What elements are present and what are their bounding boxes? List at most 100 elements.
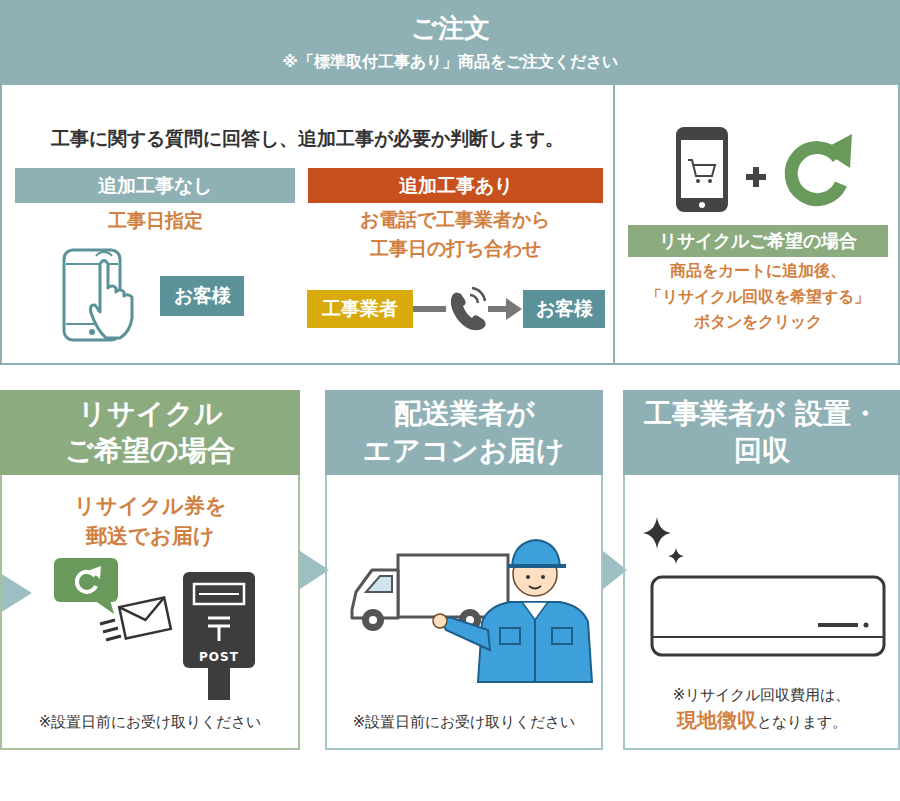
sparkle-part bbox=[668, 548, 684, 564]
actor-box: お客様 bbox=[523, 290, 605, 328]
arrow-triangle bbox=[300, 551, 329, 589]
recycle-band: リサイクルご希望の場合 bbox=[628, 225, 888, 257]
actor-label: 工事業者 bbox=[322, 296, 398, 322]
header-band: 配送業者が エアコンお届け bbox=[325, 390, 603, 475]
cart-phone-icon-part bbox=[708, 179, 712, 183]
recycle-arrow-icon-part bbox=[822, 134, 852, 168]
phone-tap-icon-part bbox=[66, 263, 118, 265]
phone-tap-icon-part bbox=[96, 252, 112, 256]
label-box: POST bbox=[189, 650, 249, 664]
postbox-label: POST bbox=[189, 650, 249, 664]
delivery-worker-part bbox=[534, 620, 536, 682]
step-note: ※設置日前にお受け取りください bbox=[353, 713, 576, 732]
cart-phone-icon-part bbox=[696, 179, 700, 183]
step-title: 配送業者が エアコンお届け bbox=[339, 396, 589, 469]
phone-tap-icon-part bbox=[91, 261, 133, 339]
panel-title: ご注文 bbox=[411, 12, 490, 46]
plus-sign bbox=[746, 167, 766, 187]
arrow-triangle bbox=[603, 551, 627, 589]
panel-subtitle: ※「標準取付工事あり」商品をご注文ください bbox=[282, 52, 618, 73]
option-band: 追加工事なし bbox=[15, 168, 295, 203]
post-box-part bbox=[199, 593, 239, 595]
step-arrow bbox=[603, 551, 627, 589]
phone-call-icon bbox=[446, 286, 488, 330]
cart-phone-icon bbox=[676, 127, 728, 212]
mail-envelope-part-part bbox=[119, 598, 168, 625]
air-conditioner-part bbox=[653, 636, 883, 638]
step-text: リサイクル券を 郵送でお届け bbox=[35, 491, 265, 552]
phone-call-icon-part bbox=[446, 286, 488, 330]
band-label: 追加工事なし bbox=[98, 173, 212, 199]
sparkle-part bbox=[643, 517, 671, 549]
emphasis-text: 現地徴収 bbox=[677, 708, 757, 732]
section-heading: 工事に関する質問に回答し、追加工事が必要か判断します。 bbox=[0, 125, 615, 152]
phone-tap-icon-part bbox=[89, 329, 95, 335]
delivery-truck-part bbox=[366, 576, 392, 592]
step-panel: 工事業者が 設置・回収 ※リサイクル回収費用は、現地徴収となります。 bbox=[623, 390, 900, 750]
actor-label: お客様 bbox=[536, 296, 593, 322]
post-box-part bbox=[208, 668, 230, 700]
mail-envelope-part bbox=[106, 636, 121, 640]
band-label: 追加工事あり bbox=[399, 173, 513, 199]
delivery-worker-part bbox=[526, 575, 530, 579]
delivery-worker-part bbox=[512, 540, 560, 566]
sparkle bbox=[643, 517, 684, 564]
step-title: 工事業者が 設置・回収 bbox=[637, 396, 887, 469]
option-note: お電話で工事業者から 工事日の打ち合わせ bbox=[315, 205, 595, 264]
step-arrow bbox=[300, 551, 329, 589]
option-note: 工事日指定 bbox=[55, 207, 255, 234]
step-note: ※リサイクル回収費用は、 bbox=[673, 686, 851, 705]
delivery-truck-part bbox=[398, 555, 508, 617]
step-title: リサイクル ご希望の場合 bbox=[25, 396, 275, 469]
recycle-ticket-icon bbox=[54, 558, 118, 614]
air-conditioner bbox=[652, 577, 884, 655]
air-conditioner-part bbox=[818, 623, 858, 627]
mail-envelope bbox=[100, 598, 171, 640]
arrow-head bbox=[506, 298, 522, 320]
delivery-worker-part bbox=[508, 564, 566, 568]
delivery-worker-part bbox=[500, 628, 520, 644]
step-note: となります。 bbox=[757, 713, 847, 731]
mail-envelope-part bbox=[103, 628, 118, 632]
recycle-ticket-icon-part bbox=[94, 600, 114, 614]
post-box bbox=[183, 572, 255, 700]
cart-phone-icon-part bbox=[688, 160, 715, 176]
step-panel: リサイクル ご希望の場合リサイクル券を 郵送でお届け※設置日前にお受け取りくださ… bbox=[0, 390, 300, 750]
air-conditioner-part bbox=[652, 577, 884, 655]
flow-start-triangle-part bbox=[0, 573, 32, 613]
step-panel: 配送業者が エアコンお届け ※設置日前にお受け取りください bbox=[325, 390, 603, 750]
post-box-part bbox=[194, 584, 244, 604]
cart-phone-icon-part bbox=[681, 140, 723, 198]
cart-phone-icon-part bbox=[676, 127, 728, 212]
delivery-worker-part bbox=[522, 602, 548, 620]
header-band: ご注文 ※「標準取付工事あり」商品をご注文ください bbox=[0, 0, 900, 85]
flow-start-triangle bbox=[0, 573, 32, 613]
post-box-part bbox=[183, 572, 255, 668]
phone-call-icon-part bbox=[470, 295, 478, 303]
mail-envelope-part-part bbox=[119, 598, 171, 639]
delivery-truck-part bbox=[369, 616, 377, 624]
cart-phone-icon-part bbox=[699, 202, 705, 208]
phone-call-icon-part bbox=[472, 288, 485, 301]
delivery-worker bbox=[433, 540, 592, 682]
recycle-ticket-icon-part bbox=[54, 558, 118, 602]
recycle-arrow-icon bbox=[791, 134, 852, 200]
recycle-ticket-icon-part bbox=[77, 572, 96, 592]
actor-box: お客様 bbox=[160, 276, 244, 316]
delivery-worker-part bbox=[552, 628, 572, 644]
delivery-worker-part bbox=[442, 618, 490, 651]
instruction-text: 商品をカートに追加後、 「リサイクル回収を希望する」 ボタンをクリック bbox=[633, 258, 883, 335]
mail-envelope-part bbox=[100, 620, 115, 624]
delivery-worker-part bbox=[478, 602, 592, 682]
actor-label: お客様 bbox=[174, 283, 231, 309]
label-box: 工事日指定 bbox=[55, 207, 255, 234]
phone-tap-icon bbox=[64, 250, 132, 340]
label-box: お電話で工事業者から 工事日の打ち合わせ bbox=[315, 205, 595, 264]
delivery-worker-part bbox=[433, 614, 447, 628]
recycle-section: 商品をカートに追加後、 「リサイクル回収を希望する」 ボタンをクリックリサイクル… bbox=[615, 85, 900, 365]
phone-call-icon-part bbox=[451, 292, 486, 330]
delivery-truck-part bbox=[362, 609, 384, 631]
order-panel: ご注文 ※「標準取付工事あり」商品をご注文ください工事に関する質問に回答し、追加工… bbox=[0, 0, 900, 365]
air-conditioner-part bbox=[864, 623, 869, 628]
